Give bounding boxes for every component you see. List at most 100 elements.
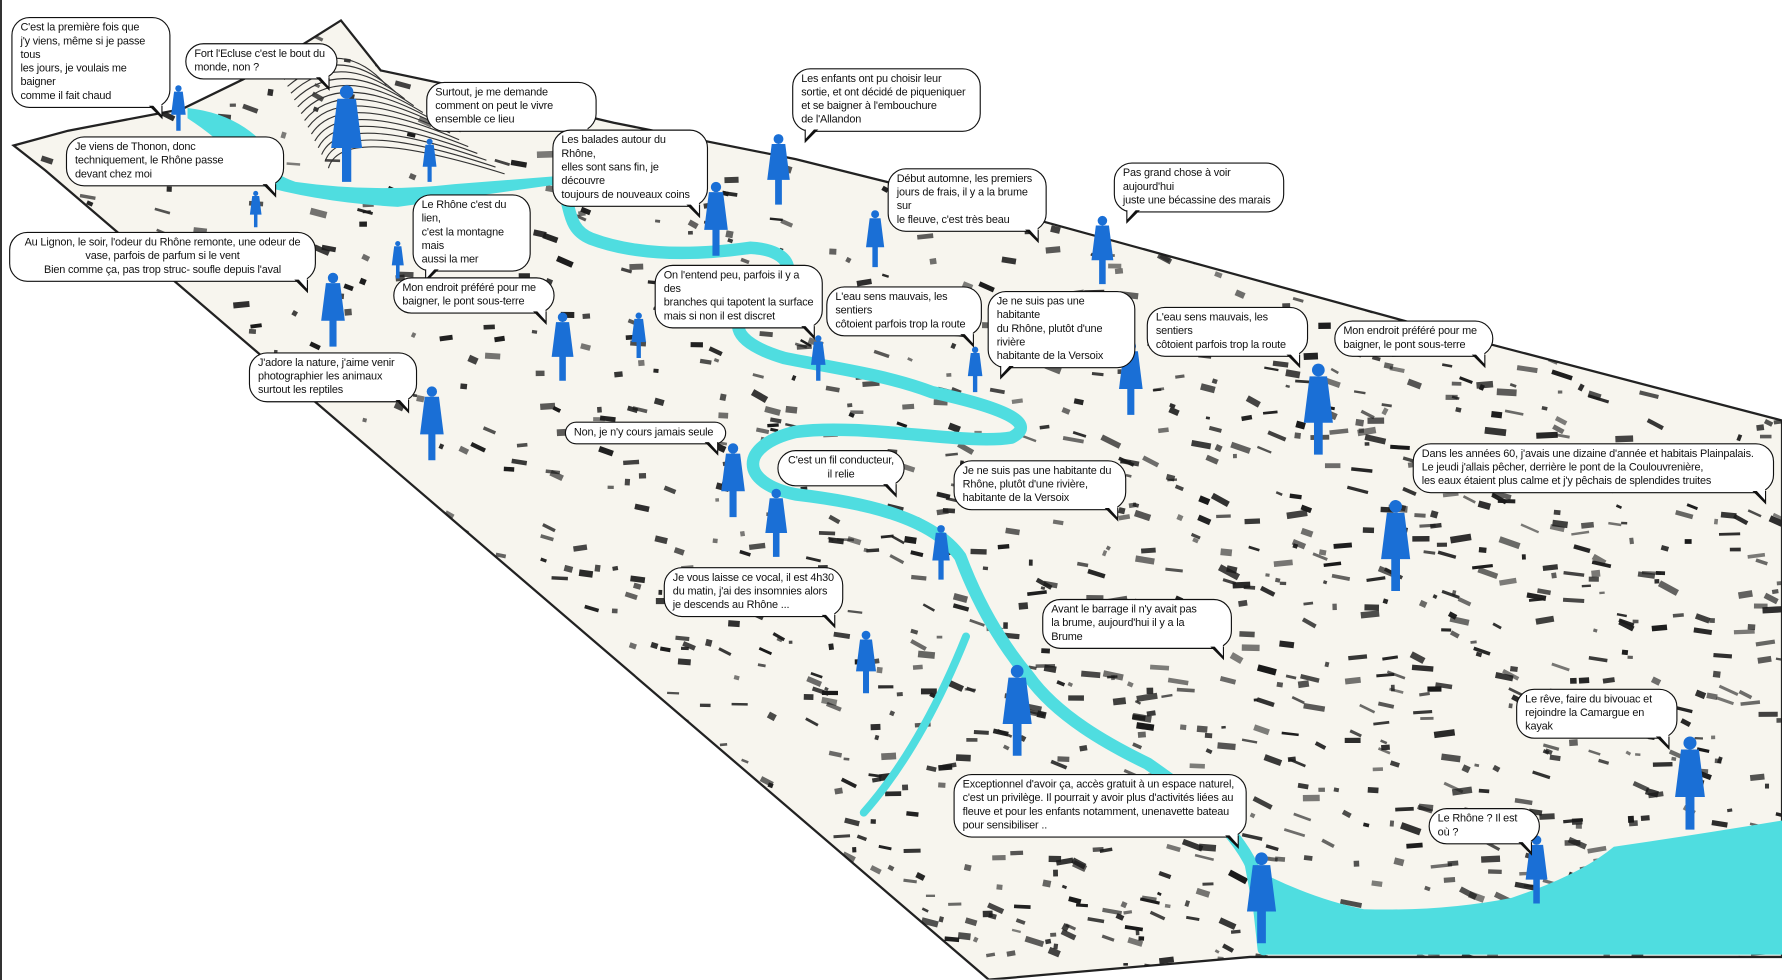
person-figure <box>866 210 885 268</box>
mountain-contour <box>324 139 496 168</box>
map-texture-mark <box>807 961 816 965</box>
map-texture-mark <box>919 963 935 968</box>
map-texture-mark <box>1768 515 1782 527</box>
map-texture-mark <box>1143 133 1158 140</box>
mountain-contour <box>317 125 478 154</box>
map-texture-mark <box>1065 20 1087 28</box>
map-texture-mark <box>1737 590 1753 599</box>
map-texture-mark <box>881 38 889 46</box>
map-texture-mark <box>1763 592 1779 605</box>
map-texture-mark <box>973 134 983 141</box>
map-texture-mark <box>1738 689 1753 700</box>
map-texture-mark <box>1383 177 1392 186</box>
bubble-tail <box>686 202 701 219</box>
map-texture-mark <box>1382 598 1389 605</box>
mountain-contour <box>310 112 460 141</box>
map-texture-mark <box>326 873 343 879</box>
map-texture-mark <box>1288 757 1306 768</box>
map-texture-mark <box>1400 822 1422 836</box>
map-texture-mark <box>1045 174 1056 184</box>
map-texture-mark <box>1520 523 1540 534</box>
map-texture-mark <box>847 609 863 614</box>
map-texture-mark <box>1439 256 1456 266</box>
map-texture-mark <box>1563 571 1585 577</box>
map-texture-mark <box>675 635 690 642</box>
map-texture-mark <box>1706 692 1718 701</box>
map-texture-mark <box>434 881 449 890</box>
map-texture-mark <box>1716 247 1722 252</box>
map-texture-mark <box>344 577 353 583</box>
map-texture-mark <box>1357 103 1364 109</box>
map-texture-mark <box>1747 552 1766 559</box>
map-texture-mark <box>313 244 331 256</box>
map-texture-mark <box>202 656 213 663</box>
map-texture-mark <box>799 338 812 348</box>
map-texture-mark <box>936 491 951 500</box>
map-texture-mark <box>1406 378 1422 390</box>
map-texture-mark <box>1508 185 1525 193</box>
map-texture-mark <box>1588 576 1599 582</box>
bubble-tail <box>960 331 974 348</box>
map-texture-mark <box>1377 747 1391 755</box>
map-texture-mark <box>1643 163 1666 178</box>
map-texture-mark <box>351 24 359 33</box>
map-texture-mark <box>1656 92 1674 105</box>
map-texture-mark <box>1622 148 1634 156</box>
map-texture-mark <box>1618 619 1635 632</box>
map-texture-mark <box>677 808 693 815</box>
map-texture-mark <box>901 784 909 791</box>
map-texture-mark <box>699 703 711 708</box>
map-texture-mark <box>920 48 933 56</box>
map-texture-mark <box>982 910 993 918</box>
map-texture-mark <box>182 348 197 359</box>
map-texture-mark <box>920 53 928 61</box>
map-texture-mark <box>108 290 122 294</box>
map-texture-mark <box>1161 693 1173 698</box>
map-texture-mark <box>192 684 205 693</box>
map-texture-mark <box>676 800 692 806</box>
map-texture-mark <box>1498 964 1519 972</box>
map-texture-mark <box>1409 90 1422 97</box>
map-texture-mark <box>1157 427 1169 434</box>
map-texture-mark <box>31 376 40 383</box>
map-texture-mark <box>1321 838 1335 849</box>
map-texture-mark <box>750 389 769 403</box>
map-texture-mark <box>850 902 862 912</box>
map-texture-mark <box>289 967 302 972</box>
map-texture-mark <box>495 58 507 64</box>
map-texture-mark <box>1120 46 1126 50</box>
map-texture-mark <box>1711 820 1728 828</box>
map-texture-mark <box>65 726 70 733</box>
map-texture-mark <box>917 650 936 659</box>
map-texture-mark <box>788 640 793 644</box>
map-texture-mark <box>856 278 872 287</box>
map-texture-mark <box>1232 581 1251 589</box>
map-texture-mark <box>938 916 944 923</box>
map-texture-mark <box>925 894 936 897</box>
speech-bubble-premiere-fois: C'est la première fois que j'y viens, mê… <box>11 17 171 120</box>
map-texture-mark <box>1053 120 1074 131</box>
map-texture-mark <box>1592 628 1598 633</box>
map-texture-mark <box>979 37 990 46</box>
map-texture-mark <box>492 742 499 747</box>
map-texture-mark <box>1714 226 1734 242</box>
map-texture-mark <box>1713 518 1719 525</box>
map-texture-mark <box>1552 424 1565 435</box>
map-texture-mark <box>1045 246 1061 254</box>
map-texture-mark <box>1772 512 1782 523</box>
map-texture-mark <box>412 393 418 398</box>
map-texture-mark <box>1339 898 1363 908</box>
map-texture-mark <box>1561 185 1574 197</box>
map-texture-mark <box>314 34 324 42</box>
map-texture-mark <box>860 35 875 42</box>
map-texture-mark <box>683 44 693 53</box>
map-texture-mark <box>1374 48 1382 55</box>
map-texture-mark <box>1472 122 1487 134</box>
map-texture-mark <box>1300 504 1313 514</box>
map-texture-mark <box>391 54 406 65</box>
map-texture-mark <box>1451 381 1462 386</box>
map-texture-mark <box>1758 711 1778 717</box>
map-texture-mark <box>1449 533 1472 544</box>
map-texture-mark <box>1118 507 1126 515</box>
map-texture-mark <box>1595 196 1615 209</box>
